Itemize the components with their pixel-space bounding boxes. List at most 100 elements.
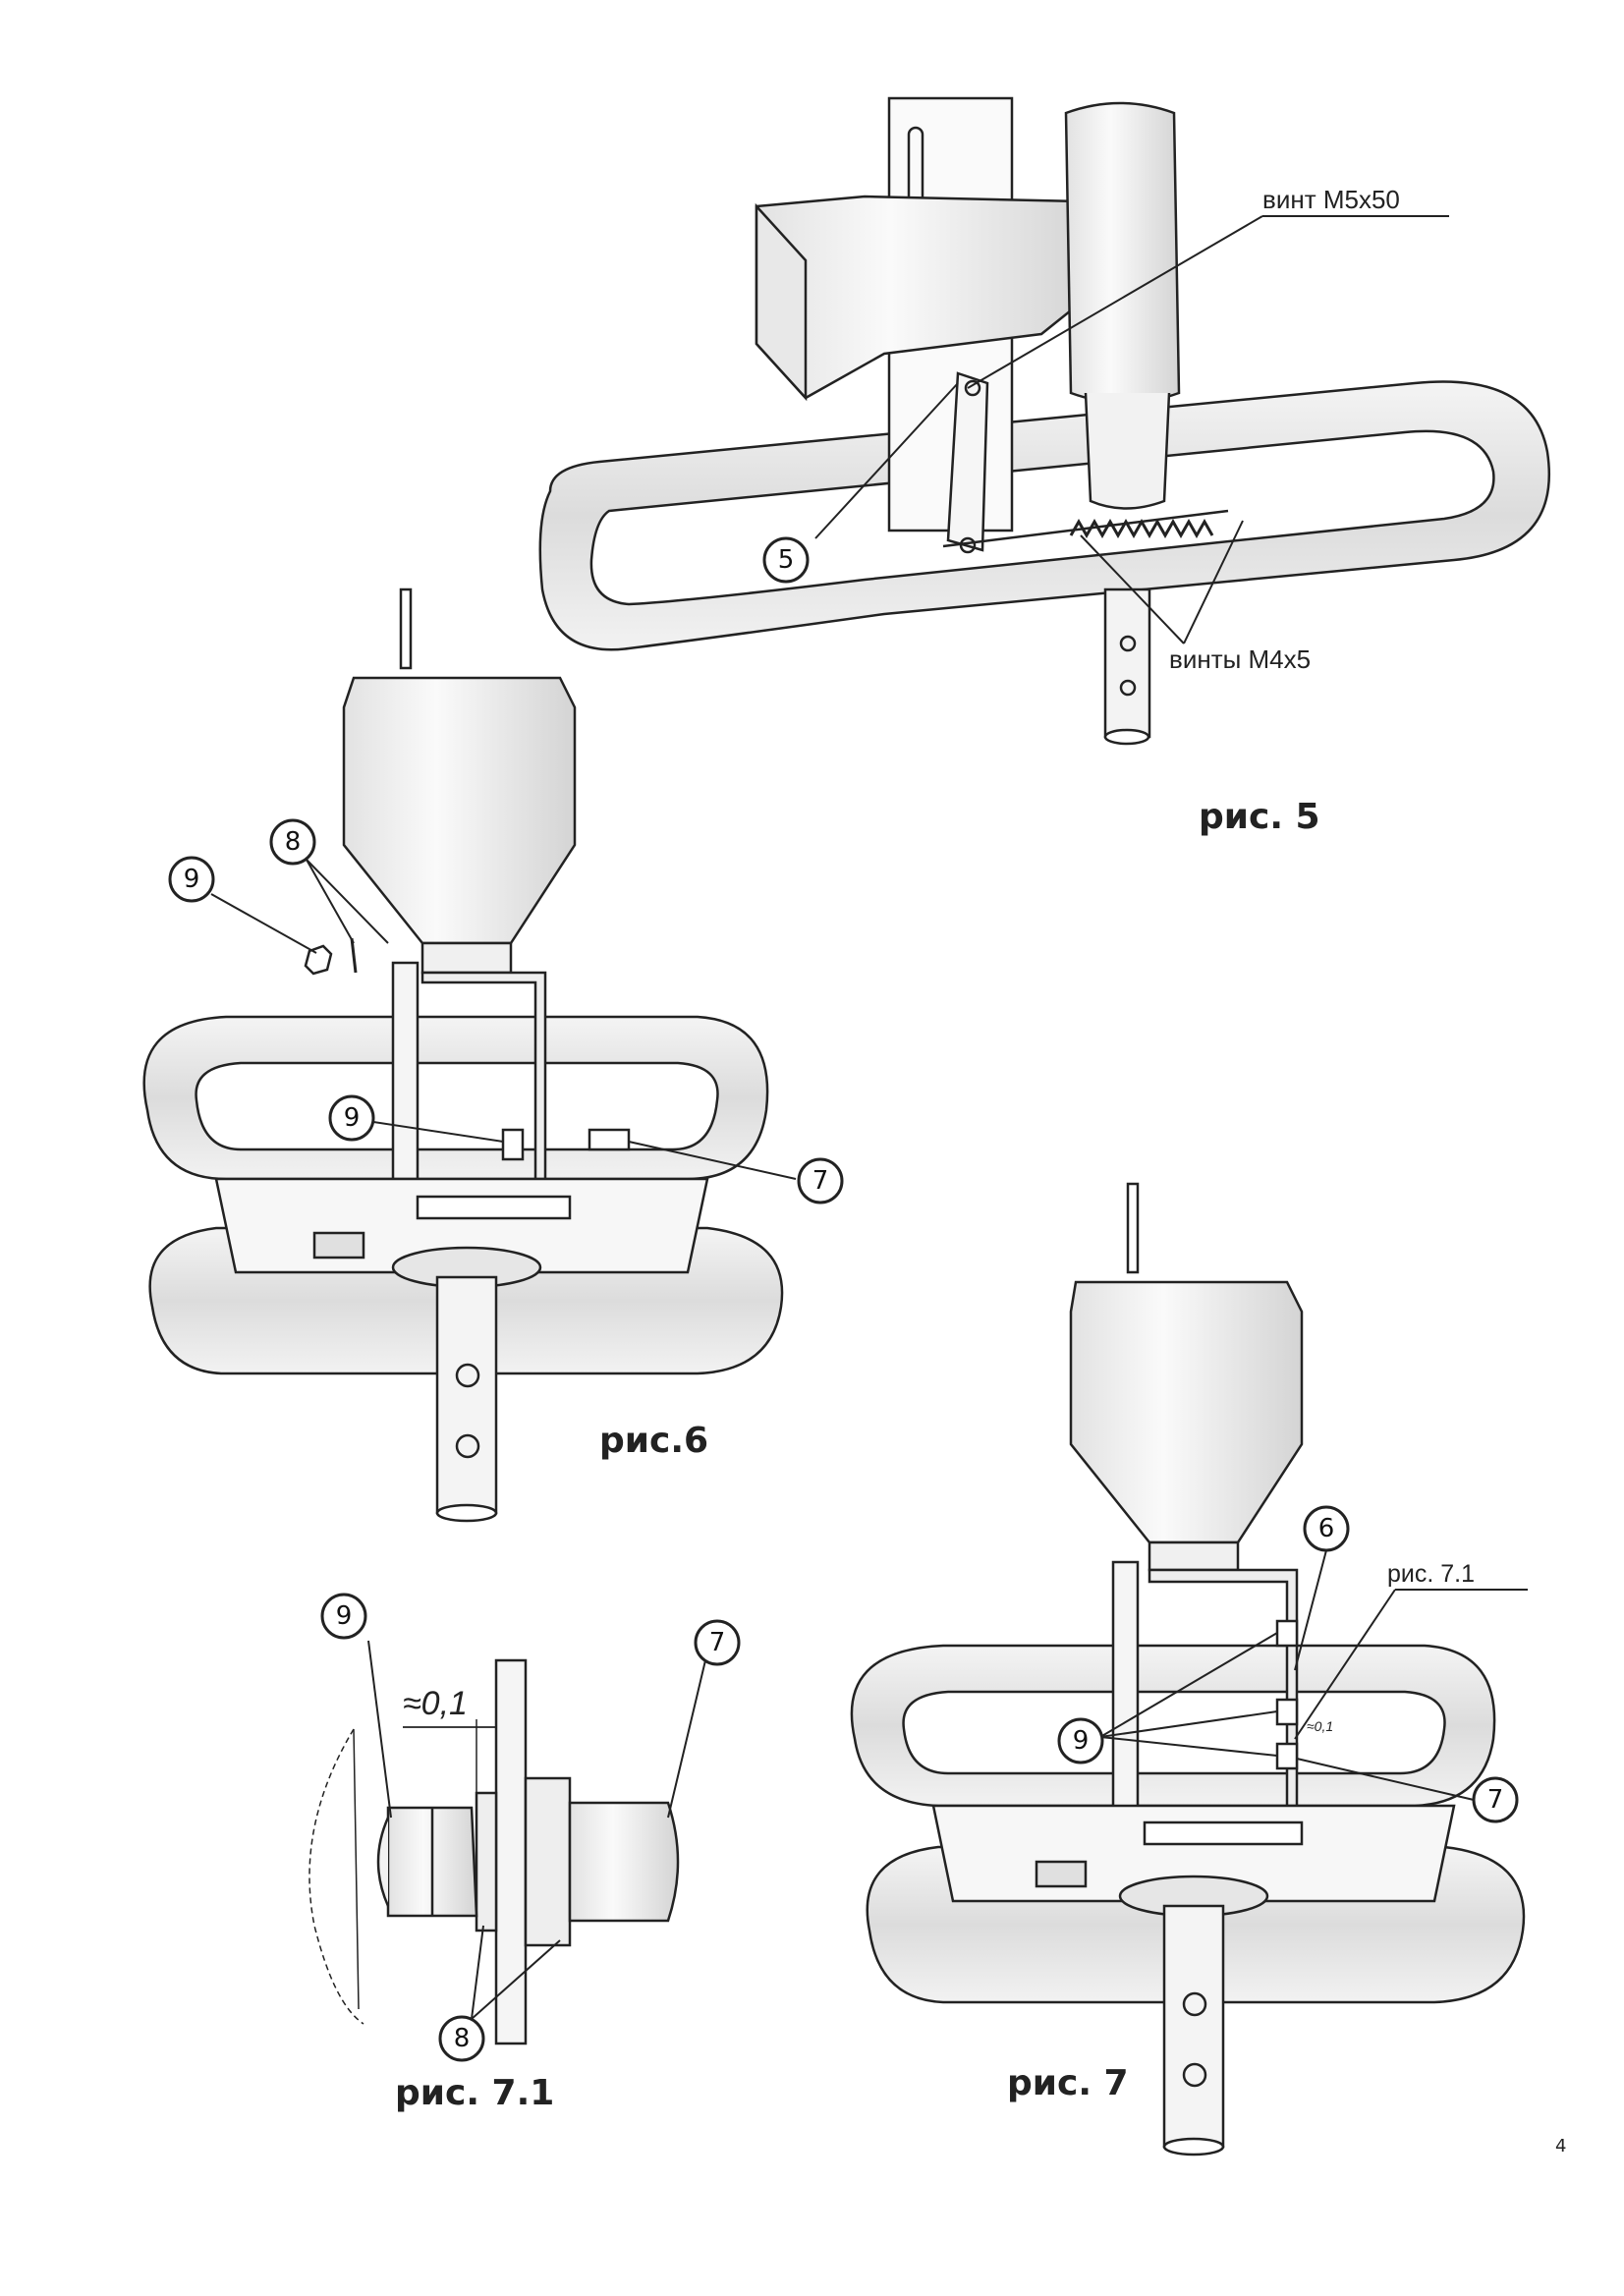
part-5-circle bbox=[762, 536, 810, 584]
gap-dimension-label: ≈0,1 bbox=[403, 1685, 468, 1722]
caption-fig-7: рис. 7 bbox=[1007, 2063, 1129, 2103]
part-7-detail-label: 7 bbox=[709, 1628, 726, 1657]
part-6-circle bbox=[1303, 1505, 1350, 1552]
plate-window-7 bbox=[1035, 1860, 1088, 1888]
leader-7-fig7 bbox=[1296, 1758, 1475, 1801]
hopper-6 bbox=[342, 676, 577, 945]
part-9-circle-7 bbox=[1057, 1717, 1104, 1764]
leader-9-b bbox=[1099, 1710, 1278, 1738]
nut-9-a bbox=[1275, 1619, 1299, 1648]
mast-rod-7 bbox=[1126, 1182, 1140, 1274]
hopper-outlet-7 bbox=[1148, 1540, 1240, 1572]
hopper bbox=[1064, 101, 1181, 405]
part-5-label: 5 bbox=[778, 545, 795, 575]
shaft-hole-2 bbox=[1119, 679, 1137, 697]
caption-fig-7-1: рис. 7.1 bbox=[395, 2073, 554, 2113]
callout-m4-screws: винты М4х5 bbox=[1169, 644, 1311, 674]
leader-9-a bbox=[1099, 1632, 1278, 1738]
motor-side bbox=[755, 202, 808, 402]
shaft-hole-7a bbox=[1182, 1991, 1207, 2017]
part-8-circle bbox=[269, 818, 316, 866]
shaft-end-6 bbox=[435, 1503, 498, 1523]
leader-9-c bbox=[1099, 1736, 1278, 1757]
leader-m5 bbox=[967, 215, 1263, 389]
mast-rod bbox=[399, 588, 413, 670]
leader-7-detail bbox=[667, 1659, 706, 1819]
leader-9-mid bbox=[372, 1121, 504, 1143]
nut-9-exploded bbox=[304, 944, 333, 976]
detail-boundary bbox=[308, 1728, 364, 2025]
callout-m5-screw: винт М5х50 bbox=[1262, 185, 1400, 214]
washer-left bbox=[475, 1791, 498, 1932]
part-8-detail-circle bbox=[438, 2015, 485, 2062]
part-9-top-label: 9 bbox=[184, 865, 200, 894]
shaft-7 bbox=[1162, 1904, 1225, 2149]
bolt-end bbox=[376, 1817, 390, 1907]
caption-fig-6: рис.6 bbox=[599, 1421, 708, 1461]
hopper-neck bbox=[1084, 392, 1171, 510]
part-8-label: 8 bbox=[285, 827, 302, 857]
leader-8-a bbox=[306, 859, 355, 944]
leader-7 bbox=[628, 1141, 797, 1180]
plate-section bbox=[494, 1658, 528, 2045]
gap-small-label: ≈0,1 bbox=[1307, 1718, 1333, 1734]
screw-7 bbox=[588, 1128, 631, 1151]
part-9-top-circle bbox=[168, 856, 215, 903]
leader-6 bbox=[1294, 1549, 1327, 1671]
leader-m4-b bbox=[1183, 520, 1244, 644]
part-8-detail-label: 8 bbox=[454, 2024, 471, 2053]
leader-9-detail bbox=[367, 1640, 392, 1819]
figure-7-1 bbox=[308, 1593, 741, 2062]
shaft-end bbox=[1103, 728, 1150, 746]
part-9-detail-label: 9 bbox=[336, 1601, 353, 1631]
part-9-label-7: 9 bbox=[1073, 1726, 1090, 1756]
plate-window-6 bbox=[312, 1231, 365, 1260]
page-number: 4 bbox=[1555, 2136, 1566, 2156]
nut-9-c bbox=[1275, 1742, 1299, 1770]
linkage-arm bbox=[946, 371, 989, 552]
detail-ref-leader bbox=[1294, 1589, 1396, 1740]
washer-right bbox=[524, 1776, 572, 1947]
shaft-end-7 bbox=[1162, 2137, 1225, 2156]
shaft-hole-6a bbox=[455, 1363, 480, 1388]
figure-5 bbox=[538, 96, 1550, 746]
linkage-pivot-top bbox=[964, 379, 981, 397]
part-6-label: 6 bbox=[1318, 1514, 1335, 1543]
part-9-mid-circle bbox=[328, 1094, 375, 1142]
leader-m4-a bbox=[1080, 534, 1185, 644]
washer-8-exploded bbox=[350, 937, 358, 974]
hopper-7 bbox=[1069, 1280, 1304, 1544]
part-7-circle-7 bbox=[1472, 1776, 1519, 1823]
handle-upper-inner-7 bbox=[902, 1690, 1446, 1775]
part-9-mid-label: 9 bbox=[344, 1103, 361, 1133]
part-7-label-7: 7 bbox=[1487, 1785, 1504, 1815]
leader-8-detail-a bbox=[471, 1925, 484, 2020]
leader-part-5 bbox=[814, 382, 959, 539]
shaft-hole-1 bbox=[1119, 635, 1137, 652]
handle-frame-inner bbox=[589, 429, 1495, 606]
hopper-outlet-6 bbox=[420, 941, 513, 975]
caption-fig-5: рис. 5 bbox=[1199, 797, 1320, 837]
leader-8-b bbox=[306, 859, 389, 944]
leader-8-detail-b bbox=[471, 1939, 561, 2020]
screw-7-head bbox=[568, 1801, 680, 1923]
nut-9-b bbox=[1275, 1698, 1299, 1726]
shaft-hole-6b bbox=[455, 1433, 480, 1459]
figure-7 bbox=[850, 1182, 1528, 2156]
part-7-label: 7 bbox=[812, 1166, 829, 1196]
figure-6 bbox=[142, 588, 844, 1523]
mast-7 bbox=[1111, 1560, 1140, 1810]
detail-ref-label: рис. 7.1 bbox=[1387, 1560, 1475, 1588]
nut-9-mid bbox=[501, 1128, 525, 1161]
part-7-circle bbox=[797, 1157, 844, 1204]
output-shaft bbox=[1103, 588, 1151, 739]
shaft-6 bbox=[435, 1275, 498, 1515]
frame-edge bbox=[353, 1728, 360, 2010]
plate-slot-6 bbox=[416, 1195, 572, 1220]
leader-9-top bbox=[210, 893, 317, 954]
handle-upper-inner bbox=[195, 1061, 719, 1151]
part-9-detail-circle bbox=[320, 1593, 367, 1640]
mast bbox=[391, 961, 420, 1181]
part-7-detail-circle bbox=[694, 1619, 741, 1666]
